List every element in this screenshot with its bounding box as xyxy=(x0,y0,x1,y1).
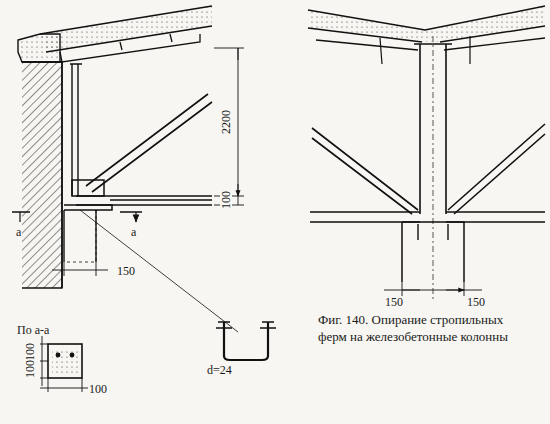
bolt-diameter-label: d=24 xyxy=(206,364,233,376)
section-mark: а xyxy=(15,226,22,238)
dimension-label: 100 xyxy=(24,359,36,379)
section-title: По а-а xyxy=(16,324,50,336)
dimension-label: 150 xyxy=(466,296,486,308)
dimension-label: 150 xyxy=(384,296,404,308)
dimension-label: 100 xyxy=(88,383,108,395)
figure-caption: Фиг. 140. Опирание стропильных ферм на ж… xyxy=(318,312,518,346)
dimension-label: 2200 xyxy=(220,109,232,135)
dimension-label: 150 xyxy=(116,265,136,277)
section-mark: а xyxy=(130,226,137,238)
brick-wall xyxy=(22,62,62,288)
dimension-label: 100 xyxy=(220,190,232,210)
